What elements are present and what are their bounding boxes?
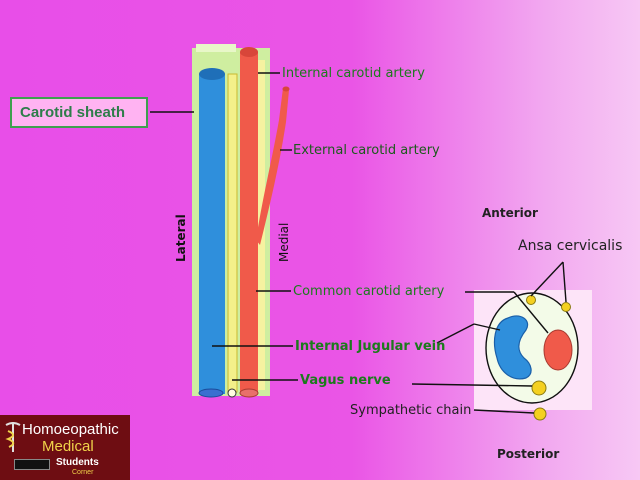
posterior-label: Posterior bbox=[497, 447, 560, 461]
leader-sympathetic-cross bbox=[473, 409, 535, 414]
leader-vagus-cross bbox=[411, 383, 533, 387]
leader-ansa-right bbox=[562, 261, 567, 303]
google-play-icon bbox=[14, 459, 50, 470]
vagus-bottom bbox=[227, 388, 237, 398]
medial-label: Medial bbox=[277, 222, 291, 262]
internal-carotid-label: Internal carotid artery bbox=[282, 66, 425, 81]
vein-bottom bbox=[198, 388, 224, 398]
cross-section-sympathetic bbox=[533, 407, 547, 421]
logo: Homoeopathic Medical Students Corner bbox=[0, 415, 130, 480]
lateral-label: Lateral bbox=[174, 214, 188, 262]
internal-jugular-vein bbox=[199, 74, 225, 394]
leader-ansa-left bbox=[530, 261, 564, 297]
external-carotid-label: External carotid artery bbox=[293, 143, 440, 158]
cross-section-vagus bbox=[531, 380, 547, 396]
carotid-sheath-label: Carotid sheath bbox=[20, 104, 126, 121]
sympathetic-label: Sympathetic chain bbox=[350, 403, 472, 418]
ansa-dot-left bbox=[526, 295, 536, 305]
ansa-cervicalis-label: Ansa cervicalis bbox=[518, 238, 623, 254]
artery-bottom bbox=[239, 388, 259, 398]
cross-section-vein bbox=[493, 315, 532, 380]
logo-corner: Corner bbox=[72, 469, 94, 476]
carotid-artery bbox=[240, 52, 258, 394]
cross-section-artery bbox=[543, 329, 573, 371]
logo-title: Homoeopathic bbox=[22, 421, 119, 438]
common-carotid-label: Common carotid artery bbox=[293, 284, 445, 299]
ansa-dot-right bbox=[561, 302, 571, 312]
caduceus-icon bbox=[5, 422, 21, 452]
leader-vein-cross-2 bbox=[473, 323, 501, 331]
vein-top bbox=[199, 68, 225, 80]
vagus-nerve-strand bbox=[227, 73, 238, 393]
sheath-top bbox=[196, 44, 236, 52]
leader-vein-cross bbox=[436, 323, 475, 344]
anterior-label: Anterior bbox=[482, 206, 538, 220]
artery-top bbox=[240, 47, 258, 57]
external-carotid-top bbox=[282, 86, 290, 92]
carotid-sheath-label-box: Carotid sheath bbox=[10, 97, 148, 128]
leader-artery-cross-2 bbox=[513, 291, 549, 334]
external-carotid-artery bbox=[256, 88, 289, 245]
vagus-label: Vagus nerve bbox=[300, 373, 391, 388]
internal-jugular-label: Internal Jugular vein bbox=[295, 339, 446, 354]
logo-students: Students bbox=[56, 457, 99, 468]
logo-medical: Medical bbox=[42, 438, 94, 455]
